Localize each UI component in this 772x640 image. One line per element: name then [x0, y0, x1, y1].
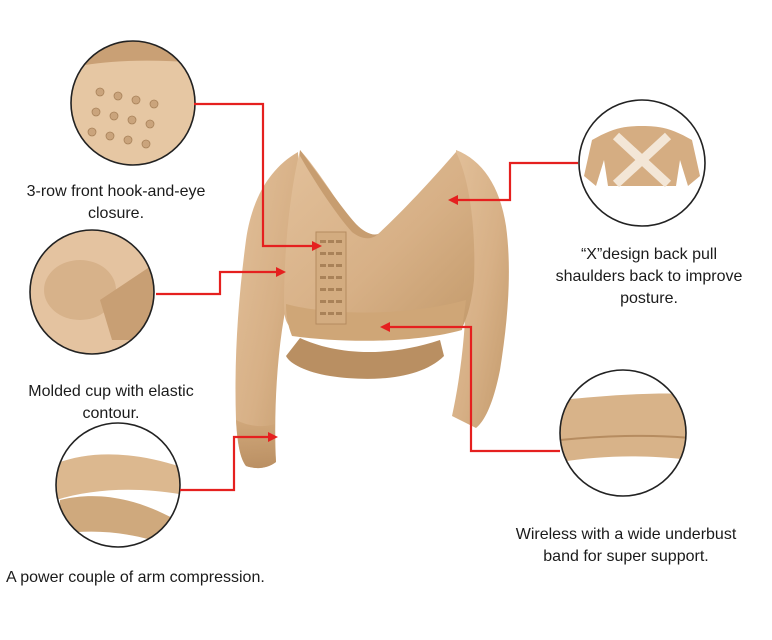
caption-molded-cup: Molded cup with elastic contour. [0, 381, 222, 425]
left-cuff [236, 420, 276, 469]
caption-band-line2: band for super support. [543, 548, 709, 565]
underbust-band [286, 300, 466, 341]
detail-circle-arm [55, 422, 181, 548]
caption-cup-line2: contour. [82, 405, 140, 422]
arrow-cup [156, 267, 286, 296]
caption-arm-line1: A power couple of arm compression. [6, 569, 265, 586]
caption-hook-closure: 3-row front hook-and-eye closure. [0, 181, 232, 225]
callout-arrows [156, 102, 578, 492]
caption-back-line3: posture. [620, 290, 678, 307]
arrow-band [380, 322, 560, 453]
arrow-back [448, 161, 578, 205]
detail-circle-hook [70, 40, 196, 166]
caption-hook-line1: 3-row front hook-and-eye [26, 183, 206, 200]
caption-hook-line2: closure. [87, 205, 145, 222]
caption-cup-line1: Molded cup with elastic [28, 383, 194, 400]
caption-back-line2: shaulders back to improve [555, 268, 743, 285]
detail-circle-band [559, 369, 687, 497]
caption-x-design-back: “X”design back pull shaulders back to im… [526, 244, 772, 310]
caption-back-line1: “X”design back pull [580, 246, 718, 263]
arrow-hook [194, 102, 322, 251]
caption-band-line1: Wireless with a wide underbust [515, 526, 737, 543]
detail-circle-back [578, 99, 706, 227]
detail-circle-cup [29, 229, 155, 355]
garment-main [235, 150, 509, 469]
hook-eye-rows [320, 240, 342, 315]
garment-back [286, 338, 444, 379]
caption-underbust-band: Wireless with a wide underbust band for … [486, 524, 766, 568]
caption-arm-compression: A power couple of arm compression. [6, 567, 302, 589]
left-sleeve [235, 152, 300, 469]
arrow-arm [180, 432, 278, 492]
